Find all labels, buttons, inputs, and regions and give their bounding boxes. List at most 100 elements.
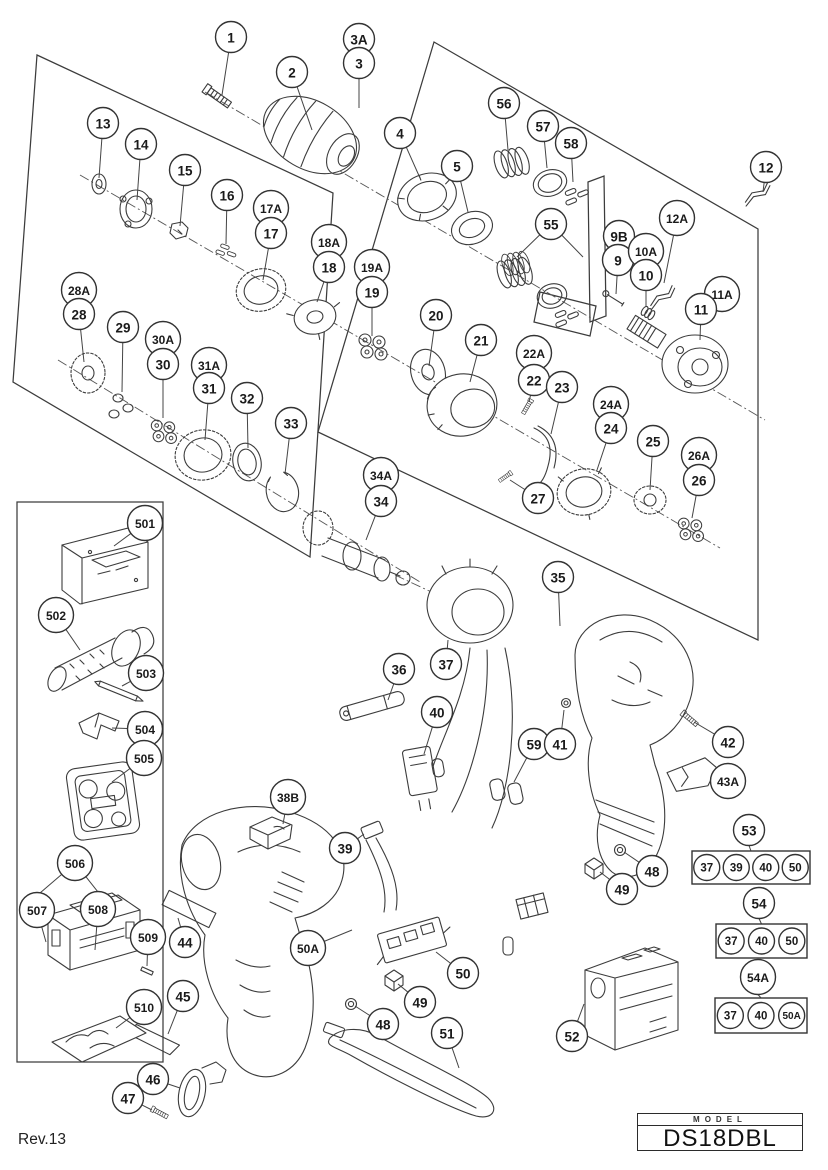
callout-30: 30 bbox=[146, 347, 180, 418]
svg-text:33: 33 bbox=[283, 417, 299, 432]
svg-text:56: 56 bbox=[496, 97, 512, 112]
assembly-outline-boxes bbox=[12, 41, 759, 1063]
callout-10A: 10A bbox=[627, 232, 665, 270]
sketch-nut-41 bbox=[560, 697, 572, 709]
svg-text:51: 51 bbox=[439, 1027, 455, 1042]
svg-text:12: 12 bbox=[758, 161, 773, 176]
callout-40: 40 bbox=[420, 695, 454, 755]
sketch-ring-gear-31 bbox=[174, 429, 232, 481]
svg-text:31A: 31A bbox=[198, 359, 220, 373]
callout-36: 36 bbox=[382, 652, 416, 701]
callout-28: 28 bbox=[62, 297, 96, 363]
svg-text:50: 50 bbox=[455, 967, 470, 982]
sketch-gear-25 bbox=[633, 485, 667, 515]
svg-text:15: 15 bbox=[177, 164, 193, 179]
svg-text:30A: 30A bbox=[152, 333, 174, 347]
sketch-washer-32 bbox=[232, 442, 262, 482]
sketch-cube-49t bbox=[584, 857, 604, 880]
sketch-clutch-housing-21 bbox=[426, 373, 498, 437]
svg-text:45: 45 bbox=[175, 990, 191, 1005]
svg-text:25: 25 bbox=[645, 435, 661, 450]
callout-1: 1 bbox=[214, 20, 248, 96]
svg-text:19: 19 bbox=[364, 286, 379, 301]
svg-text:50: 50 bbox=[785, 936, 798, 948]
svg-text:3A: 3A bbox=[350, 33, 368, 48]
sketch-nut-48b bbox=[344, 997, 358, 1011]
callout-47: 47 bbox=[111, 1081, 153, 1115]
callout-31A: 31A bbox=[190, 346, 228, 384]
svg-text:507: 507 bbox=[27, 904, 47, 918]
svg-text:22A: 22A bbox=[523, 347, 545, 361]
group-54A: 54A 37 40 50A bbox=[714, 958, 808, 1034]
sketch-rotor-34 bbox=[302, 510, 411, 586]
svg-text:42: 42 bbox=[720, 736, 735, 751]
svg-text:34: 34 bbox=[373, 495, 389, 510]
callout-45: 45 bbox=[166, 979, 200, 1035]
svg-text:504: 504 bbox=[135, 723, 155, 737]
sketch-main-housing bbox=[179, 806, 345, 1078]
sketch-snap-ring-33 bbox=[265, 471, 300, 513]
callout-19: 19 bbox=[355, 275, 389, 336]
sketch-gear-28 bbox=[70, 352, 106, 394]
callout-22: 22 bbox=[517, 363, 551, 403]
callout-503: 503 bbox=[121, 654, 165, 692]
svg-text:5: 5 bbox=[453, 160, 461, 175]
sketch-pins-55c bbox=[551, 305, 581, 329]
accessory-column-box bbox=[16, 501, 164, 1063]
callout-2: 2 bbox=[275, 55, 313, 131]
callout-3: 3 bbox=[342, 46, 376, 108]
callout-10: 10 bbox=[629, 258, 663, 306]
svg-text:18A: 18A bbox=[318, 236, 340, 250]
sketch-caps-59 bbox=[489, 778, 524, 805]
sketch-pin-9 bbox=[602, 290, 625, 307]
callout-49: 49 bbox=[397, 983, 437, 1019]
svg-text:37: 37 bbox=[724, 1011, 737, 1023]
sketch-ring-55b bbox=[536, 283, 568, 309]
svg-text:29: 29 bbox=[115, 321, 130, 336]
sketch-screw-22 bbox=[520, 397, 535, 416]
sketch-nut-14 bbox=[119, 189, 153, 229]
callout-504: 504 bbox=[111, 710, 164, 748]
svg-text:26: 26 bbox=[691, 474, 707, 489]
svg-text:10: 10 bbox=[638, 269, 653, 284]
callout-34: 34 bbox=[364, 484, 398, 541]
svg-text:32: 32 bbox=[239, 392, 254, 407]
svg-text:509: 509 bbox=[138, 931, 158, 945]
svg-text:46: 46 bbox=[145, 1073, 161, 1088]
svg-text:34A: 34A bbox=[370, 469, 392, 483]
callout-layer: 123A345565758551212A9B910A1011A111314151… bbox=[18, 20, 811, 1115]
callout-46: 46 bbox=[136, 1062, 181, 1096]
svg-text:27: 27 bbox=[530, 492, 545, 507]
callout-48: 48 bbox=[354, 1005, 400, 1041]
svg-text:40: 40 bbox=[755, 936, 768, 948]
svg-text:19A: 19A bbox=[361, 261, 383, 275]
svg-text:11A: 11A bbox=[711, 288, 733, 302]
svg-text:54A: 54A bbox=[747, 971, 769, 985]
callout-18: 18 bbox=[312, 250, 346, 303]
sketch-battery-52 bbox=[584, 946, 679, 1051]
svg-text:28: 28 bbox=[71, 308, 87, 323]
svg-text:26A: 26A bbox=[688, 449, 710, 463]
svg-text:502: 502 bbox=[46, 609, 66, 623]
callout-32: 32 bbox=[230, 381, 264, 449]
callout-509: 509 bbox=[129, 918, 167, 967]
sketch-spring-56 bbox=[490, 142, 533, 184]
callout-24A: 24A bbox=[592, 385, 630, 423]
sketch-washer-57 bbox=[532, 169, 568, 197]
sketch-pcb-50 bbox=[376, 916, 451, 966]
callout-28A: 28A bbox=[60, 271, 98, 309]
svg-text:506: 506 bbox=[65, 857, 85, 871]
svg-text:30: 30 bbox=[155, 358, 170, 373]
callout-501: 501 bbox=[113, 504, 164, 547]
sketch-knob-38b bbox=[249, 816, 293, 850]
sketch-cube-49b bbox=[384, 969, 404, 992]
svg-text:40: 40 bbox=[755, 1011, 768, 1023]
svg-text:50A: 50A bbox=[782, 1011, 800, 1022]
model-plate-label: MODEL bbox=[638, 1114, 802, 1126]
callout-44: 44 bbox=[168, 917, 202, 959]
sketch-pin-509 bbox=[140, 966, 154, 976]
svg-text:17A: 17A bbox=[260, 202, 282, 216]
callout-30A: 30A bbox=[144, 320, 182, 358]
callout-17: 17 bbox=[254, 216, 288, 281]
